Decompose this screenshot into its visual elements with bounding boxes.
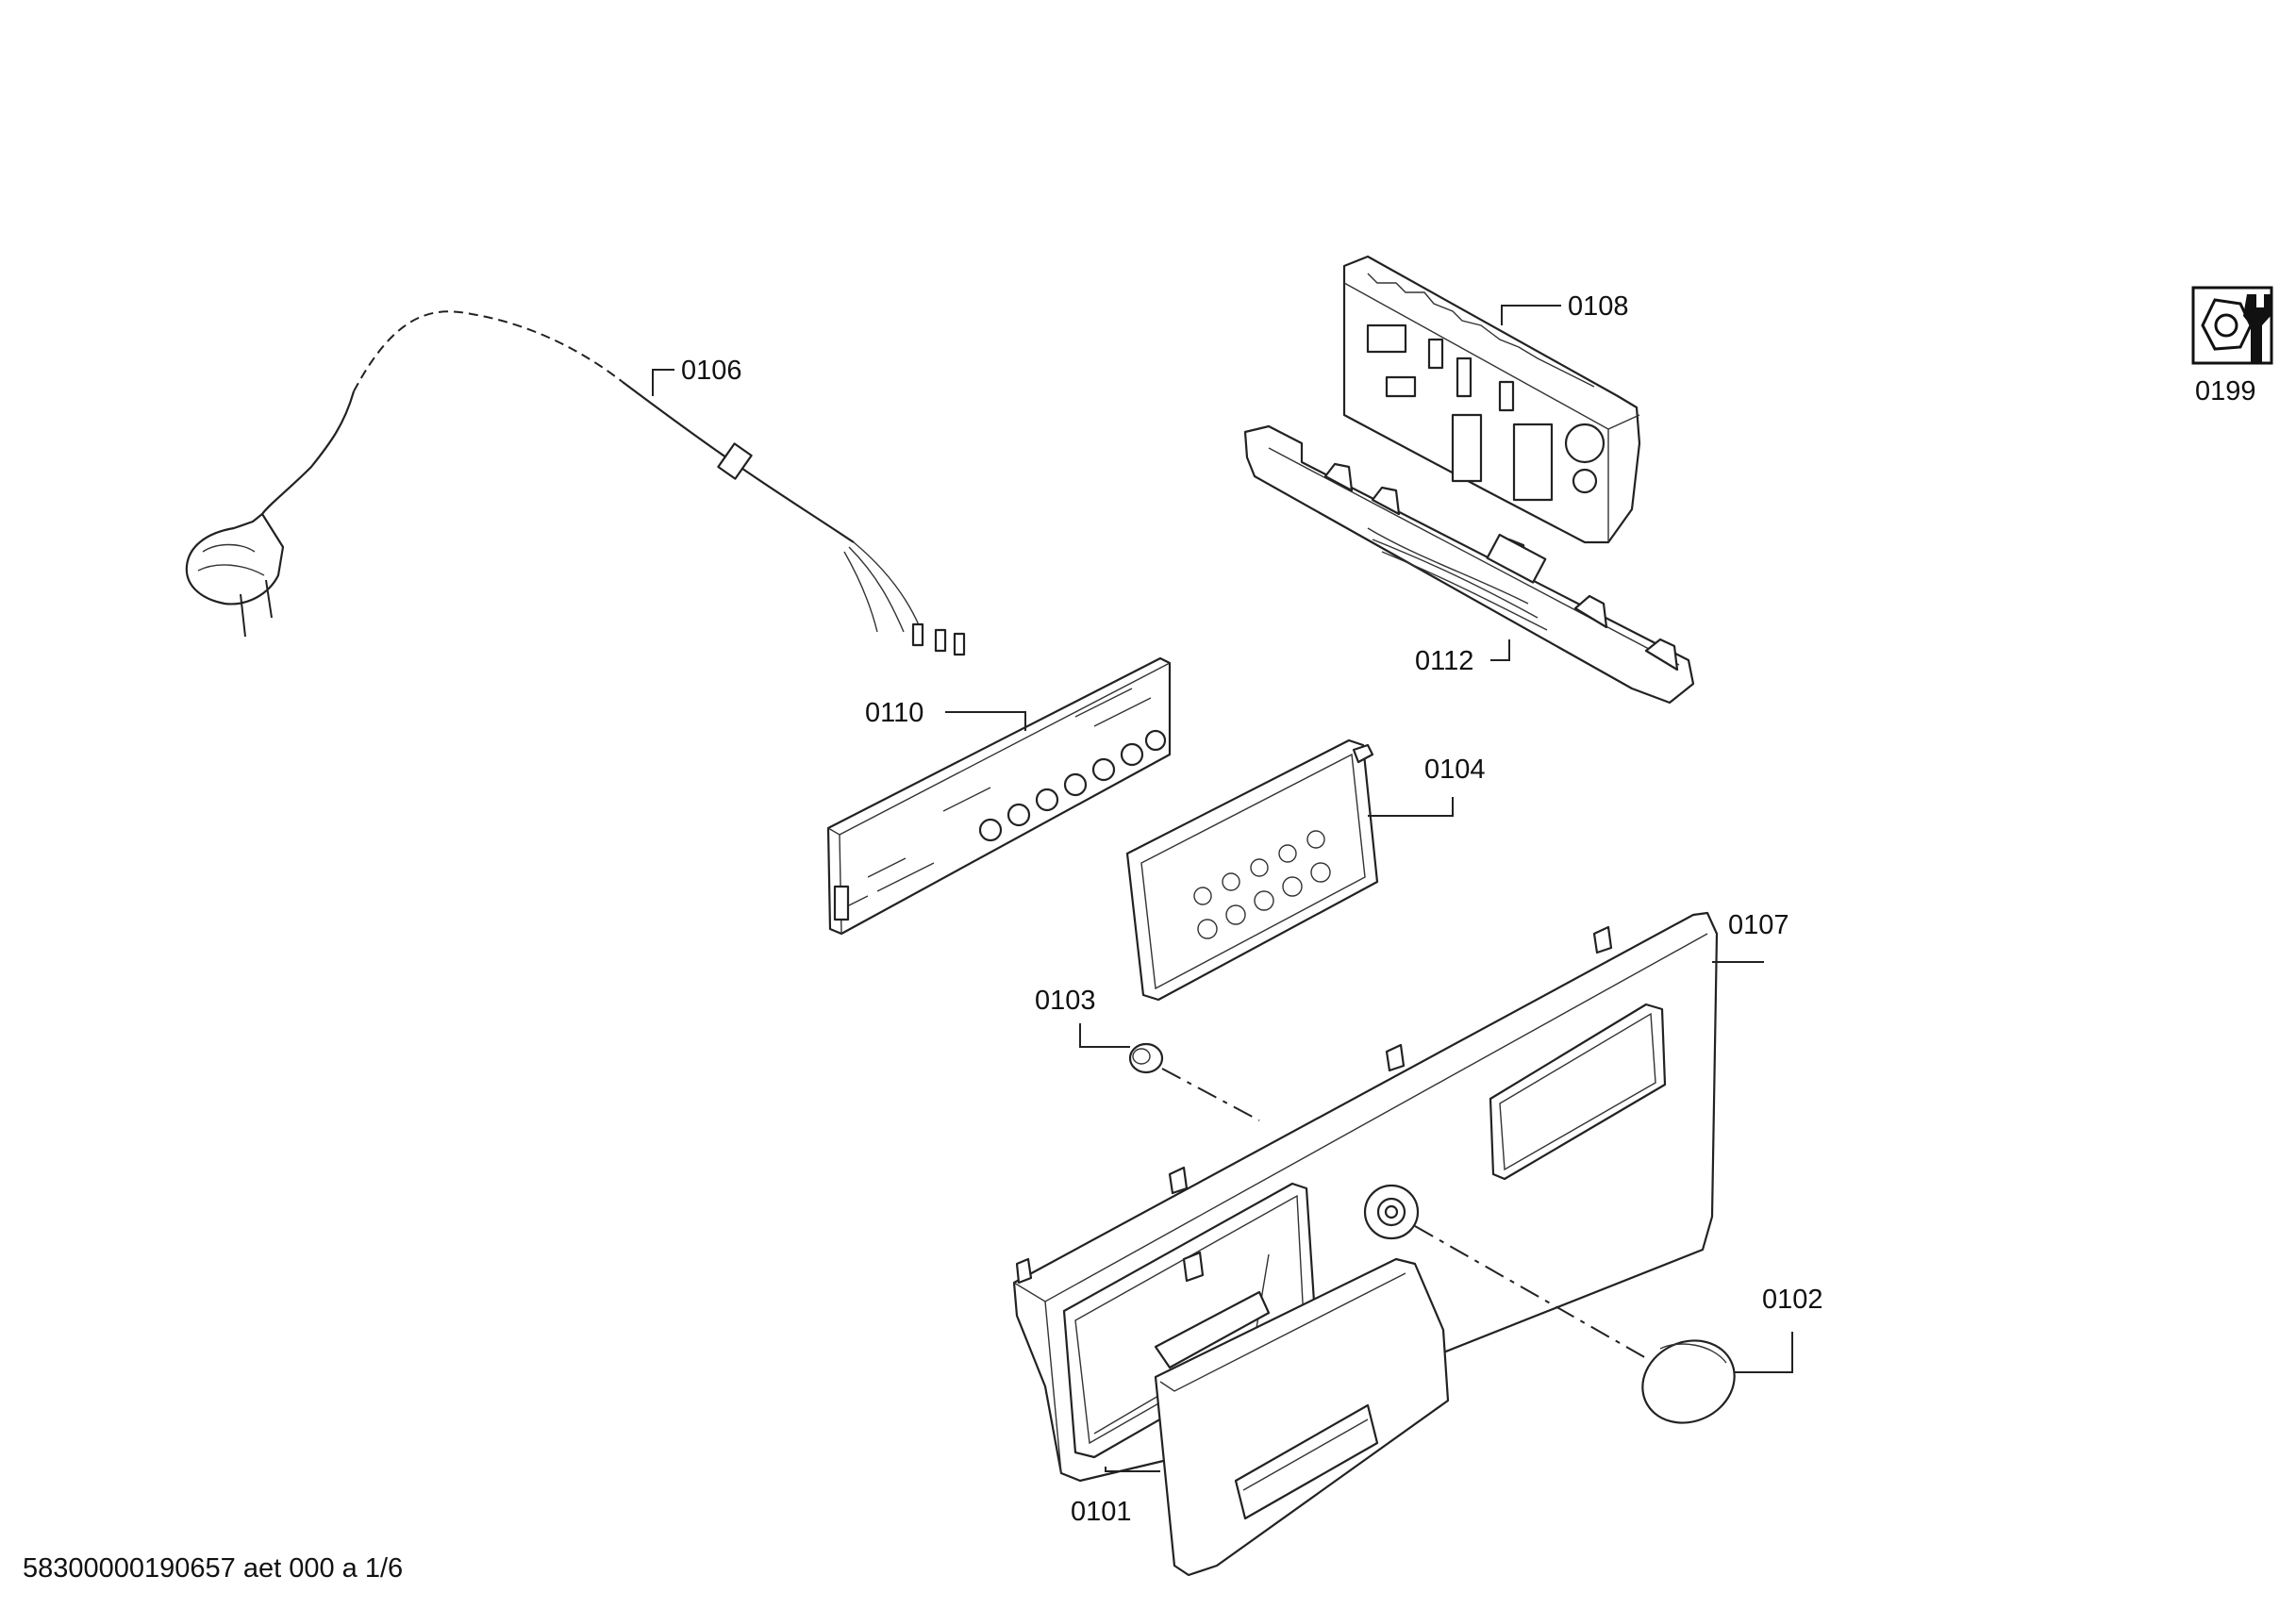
label-0103: 0103 — [1035, 986, 1096, 1016]
document-code: 58300000190657 aet 000 a 1/6 — [23, 1553, 404, 1584]
module-holder-part — [1243, 424, 1695, 705]
wrench-nut-icon — [2191, 286, 2273, 365]
label-0106: 0106 — [681, 356, 742, 386]
button-carrier-part — [1125, 738, 1379, 1002]
power-cord-part — [185, 310, 966, 656]
display-pcb-part — [826, 656, 1172, 936]
label-0112: 0112 — [1415, 646, 1473, 676]
control-module-part — [1342, 255, 1641, 544]
drawer-handle-part — [1154, 1257, 1450, 1577]
label-0107: 0107 — [1728, 910, 1789, 940]
label-0110: 0110 — [865, 698, 923, 728]
selector-knob-part — [1641, 1339, 1736, 1424]
label-0102: 0102 — [1762, 1285, 1823, 1315]
small-knob-part — [1128, 1042, 1164, 1074]
label-0104: 0104 — [1424, 755, 1486, 785]
carrier-buttons — [1193, 830, 1331, 939]
label-0108: 0108 — [1568, 291, 1629, 322]
front-panel-part — [1012, 911, 1719, 1483]
pcb-knobs — [978, 729, 1167, 842]
label-0199: 0199 — [2195, 376, 2256, 406]
label-0101: 0101 — [1071, 1497, 1132, 1527]
